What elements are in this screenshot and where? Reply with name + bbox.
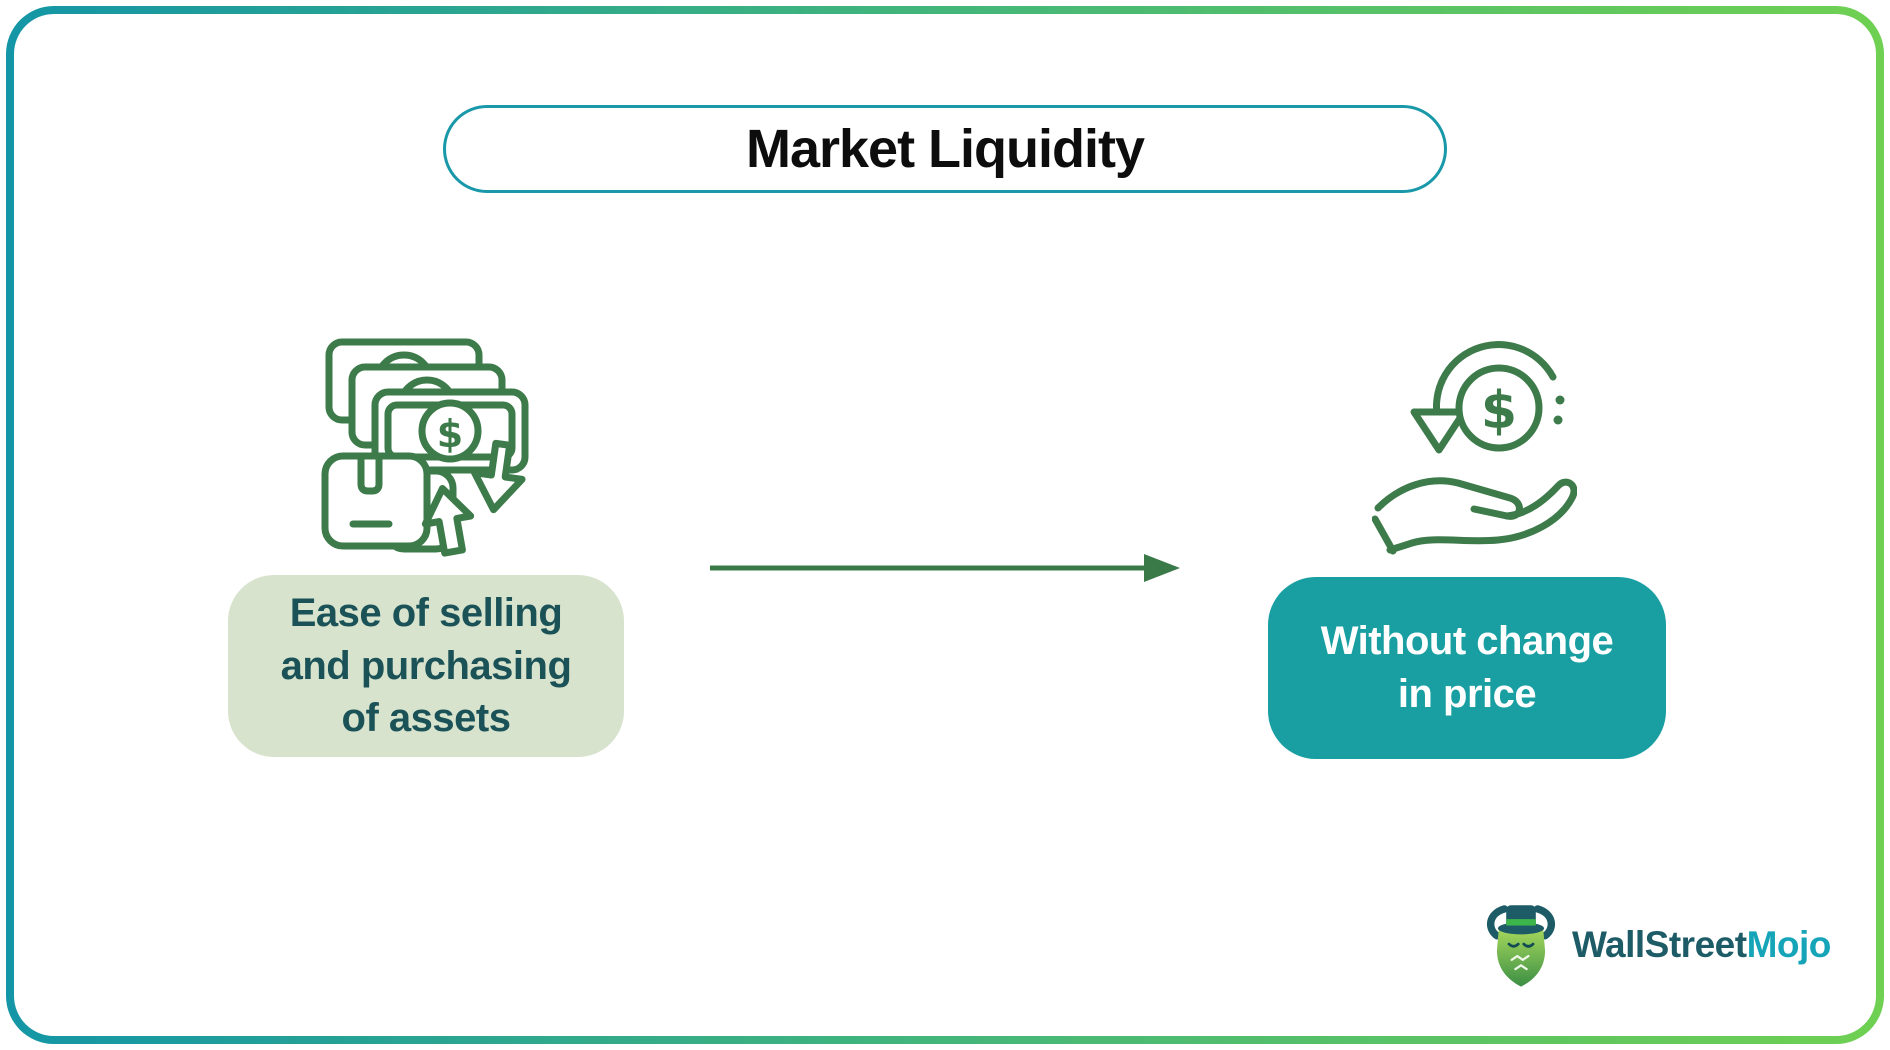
wallstreetmojo-bull-icon bbox=[1486, 905, 1556, 987]
dollar-sign: $ bbox=[437, 412, 463, 456]
left-statement-box: Ease of selling and purchasing of assets bbox=[228, 575, 624, 757]
right-statement-line: Without change bbox=[1320, 619, 1614, 664]
banknotes-package-exchange-icon: $ bbox=[321, 338, 529, 557]
page-title: Market Liquidity bbox=[745, 119, 1145, 179]
logo-text-wallstreet: WallStreet bbox=[1572, 924, 1747, 965]
right-arrow-icon bbox=[710, 554, 1180, 582]
logo-text-mojo: Mojo bbox=[1746, 924, 1832, 965]
dollar-sign: $ bbox=[1481, 381, 1517, 441]
hand-holding-dollar-cycle-icon: $ bbox=[1372, 341, 1577, 555]
title-banner: Market Liquidity bbox=[443, 105, 1447, 193]
wallstreetmojo-logo: WallStreetMojo bbox=[1484, 900, 1831, 990]
left-statement-line: Ease of selling bbox=[289, 590, 563, 635]
right-statement-box: Without change in price bbox=[1268, 577, 1666, 759]
logo-wordmark: WallStreetMojo bbox=[1572, 924, 1831, 966]
left-statement-line: of assets bbox=[341, 696, 511, 741]
right-statement-line: in price bbox=[1397, 672, 1537, 716]
left-statement-line: and purchasing bbox=[280, 643, 572, 688]
